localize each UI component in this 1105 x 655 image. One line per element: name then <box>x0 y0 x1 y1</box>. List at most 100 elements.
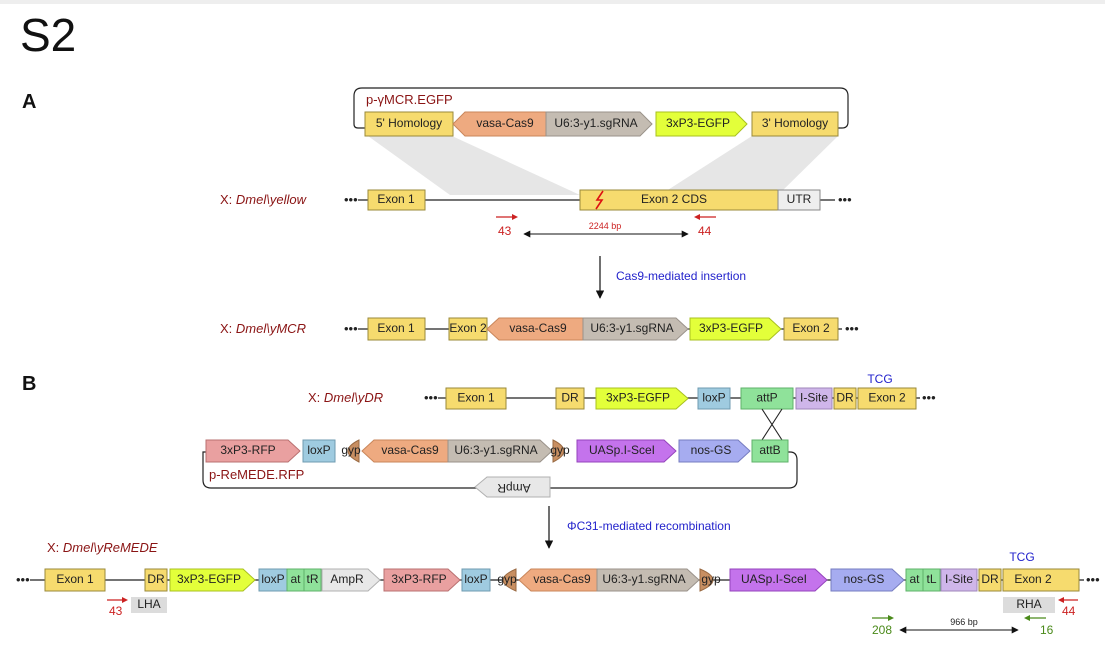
rb-rha <box>1003 597 1055 613</box>
rb-rfp <box>383 568 461 592</box>
homology-wedge-right <box>660 136 838 195</box>
result-a-right-dots: ••• <box>845 321 859 336</box>
result-a-exon1 <box>367 317 426 341</box>
distance-a-text: 2244 bp <box>589 221 622 231</box>
egfp-text: 3xP3-EGFP <box>666 116 730 130</box>
plasmid-b-outline <box>202 451 798 489</box>
result-a-sgrna-text: U6:3-y1.sgRNA <box>590 321 673 335</box>
rb-primer-208-head <box>888 615 894 621</box>
pb-cas9-text: vasa-Cas9 <box>381 443 439 457</box>
pb-attb <box>751 439 789 463</box>
rb-tr <box>303 568 322 592</box>
exon2cds-text: Exon 2 CDS <box>641 192 707 206</box>
rb-primer-44-text: 44 <box>1062 604 1076 618</box>
rb-nos-text: nos-GS <box>844 572 885 586</box>
rb-lha <box>131 597 167 613</box>
rb-uas-text: UASp.I-SceI <box>741 572 807 586</box>
rb-gyp1 <box>502 568 517 592</box>
rb-primer-208-text: 208 <box>872 623 892 637</box>
rb-dr2 <box>978 568 1002 592</box>
pb-attb-text: attB <box>759 443 780 457</box>
result-a-left-dots: ••• <box>344 321 358 336</box>
locus-b-attp-text: attP <box>756 391 777 405</box>
locus-b-egfp <box>595 387 689 410</box>
rb-gyp1-text: gyp <box>497 572 517 586</box>
rb-sgrna <box>596 568 700 592</box>
rb-dr1-text: DR <box>147 572 165 586</box>
pb-nos <box>678 439 751 463</box>
locus-b-codon: TCG <box>867 372 892 386</box>
utr-segment <box>777 189 821 211</box>
pb-ampr <box>474 476 551 498</box>
rb-exon2-text: Exon 2 <box>1014 572 1052 586</box>
homology-3-text: 3' Homology <box>762 116 828 130</box>
result-a-egfp-text: 3xP3-EGFP <box>699 321 763 335</box>
panel-b-label: B <box>22 373 36 395</box>
panel-a-label: A <box>22 91 36 113</box>
rb-distance-text: 966 bp <box>950 617 978 627</box>
step-b-text: ΦC31-mediated recombination <box>567 519 731 533</box>
cut-site-icon <box>595 190 604 210</box>
rb-ampr-text: AmpR <box>330 572 364 586</box>
primer-44-a-text: 44 <box>698 224 712 238</box>
locus-b-dr1-text: DR <box>561 391 579 405</box>
homology-3-segment <box>751 111 839 137</box>
rb-rha-text: RHA <box>1016 597 1041 611</box>
rb-egfp <box>169 568 256 592</box>
page-title: S2 <box>20 9 77 61</box>
pb-gyp1-text: gyp <box>341 443 361 457</box>
rb-primer-43-head <box>122 597 128 603</box>
locus-a-right-dots: ••• <box>838 192 852 207</box>
locus-a-left-dots: ••• <box>344 192 358 207</box>
utr-text: UTR <box>787 192 812 206</box>
pb-sgrna-text: U6:3-y1.sgRNA <box>454 443 537 457</box>
rb-primer-16-head <box>1024 615 1030 621</box>
rb-loxp2-text: loxP <box>464 572 487 586</box>
pb-nos-text: nos-GS <box>691 443 732 457</box>
result-a-exon2b <box>783 317 839 341</box>
rb-exon1 <box>44 568 106 592</box>
rb-exon1-text: Exon 1 <box>56 572 94 586</box>
rb-primer-43-text: 43 <box>109 604 123 618</box>
rb-tl <box>922 568 941 592</box>
rb-isite-text: I-Site <box>945 572 973 586</box>
rb-egfp-text: 3xP3-EGFP <box>177 572 241 586</box>
vasa-cas9-text: vasa-Cas9 <box>476 116 534 130</box>
rb-loxp2 <box>461 568 491 592</box>
locus-b-exon2-text: Exon 2 <box>868 391 906 405</box>
plasmid-a-segments: 5' Homology vasa-Cas9 U6:3-y1.sgRNA 3xP3… <box>364 111 839 137</box>
rb-at1-text: at <box>290 572 301 586</box>
rb-primer-16-text: 16 <box>1040 623 1054 637</box>
rb-ampr <box>321 568 381 592</box>
rb-gyp2-text: gyp <box>701 572 721 586</box>
result-a-label: X: Dmel\yMCR <box>220 321 306 336</box>
rb-primer-44-head <box>1058 597 1064 603</box>
sgrna-segment <box>545 111 653 137</box>
plasmid-b-segments: 3xP3-RFP loxP gyp vasa-Cas9 U6:3-y1.sgRN… <box>205 439 789 463</box>
result-a-exon1-text: Exon 1 <box>377 321 415 335</box>
locus-b-loxp <box>697 387 731 410</box>
locus-b-loxp-text: loxP <box>702 391 725 405</box>
rb-loxp1-text: loxP <box>261 572 284 586</box>
homology-5-segment <box>364 111 454 137</box>
pb-gyp2-text: gyp <box>550 443 570 457</box>
result-a-exon2a-text: Exon 2 <box>449 321 487 335</box>
primer-43-a-head <box>512 214 518 220</box>
rb-at2-text: at <box>909 572 920 586</box>
rb-dr2-text: DR <box>981 572 999 586</box>
result-a-sgrna <box>582 317 689 341</box>
locus-b-dr2 <box>833 387 857 410</box>
result-a-egfp <box>689 317 782 341</box>
primer-43-a-text: 43 <box>498 224 512 238</box>
result-b-label: X: Dmel\yReMEDE <box>47 540 158 555</box>
rb-exon2 <box>1002 568 1080 592</box>
locus-a-label: X: Dmel\yellow <box>220 192 308 207</box>
plasmid-a-outline <box>353 87 849 129</box>
locus-b-right-dots: ••• <box>922 390 936 405</box>
result-b-codon: TCG <box>1009 550 1034 564</box>
rb-tl-text: tL <box>926 572 936 586</box>
step-a-text: Cas9-mediated insertion <box>616 269 746 283</box>
rb-nos <box>830 568 905 592</box>
locus-b-dr2-text: DR <box>836 391 854 405</box>
